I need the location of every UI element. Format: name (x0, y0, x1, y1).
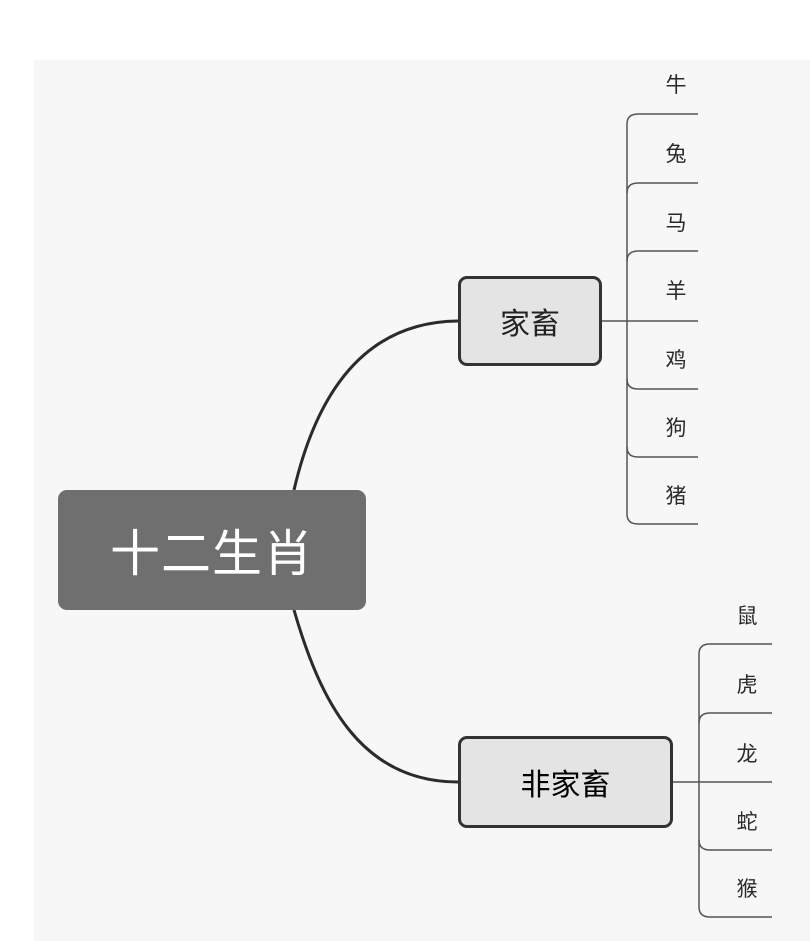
leaf-item[interactable]: 鸡 (665, 348, 687, 372)
connector-root-to-branch-0 (292, 319, 459, 491)
bracket-branch-0 (602, 113, 698, 525)
root-label: 十二生肖 (110, 525, 314, 583)
leaf-item[interactable]: 牛 (665, 73, 687, 97)
connector-root-to-branch-1 (292, 609, 459, 784)
leaf-item[interactable]: 蛇 (736, 810, 758, 834)
leaf-item[interactable]: 兔 (665, 142, 687, 166)
leaf-item[interactable]: 羊 (665, 279, 687, 303)
branch-node-non-domestic[interactable]: 非家畜 (458, 736, 673, 828)
leaf-item[interactable]: 鼠 (736, 604, 758, 628)
leaf-item[interactable]: 猪 (665, 484, 687, 508)
branch-node-domestic[interactable]: 家畜 (458, 276, 602, 366)
leaf-item[interactable]: 龙 (736, 742, 758, 766)
branch-label: 非家畜 (520, 768, 611, 803)
leaf-item[interactable]: 虎 (736, 673, 758, 697)
leaf-item[interactable]: 马 (665, 211, 687, 235)
leaf-item[interactable]: 猴 (736, 877, 758, 901)
leaf-item[interactable]: 狗 (665, 416, 687, 440)
branch-label: 家畜 (500, 307, 560, 342)
root-node[interactable]: 十二生肖 (58, 490, 366, 610)
bracket-branch-1 (673, 643, 772, 918)
